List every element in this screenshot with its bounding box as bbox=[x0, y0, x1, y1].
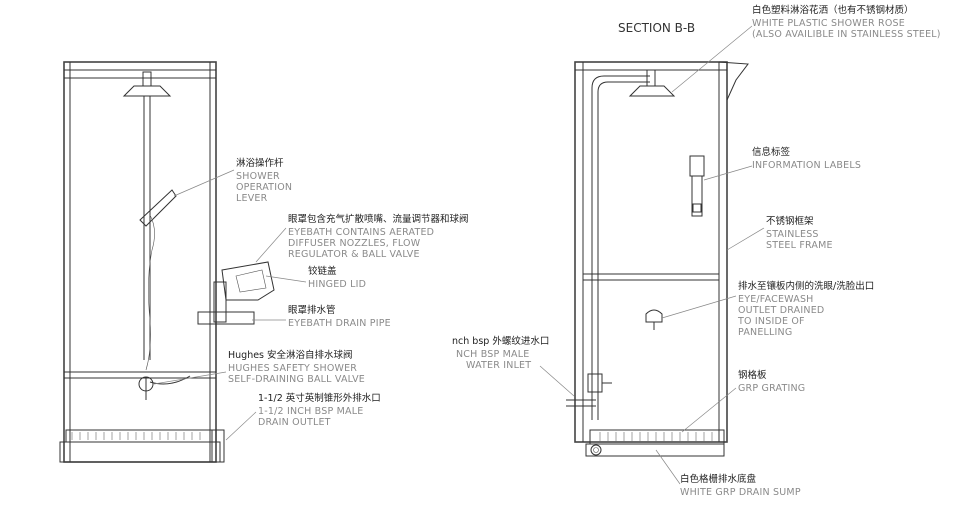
callout-stainless-frame: 不锈钢框架 STAINLESS STEEL FRAME bbox=[766, 215, 833, 251]
callout-eye-facewash-outlet: 排水至镶板内侧的洗眼/洗脸出口 EYE/FACEWASH OUTLET DRAI… bbox=[737, 280, 874, 338]
callout-eyebath: 眼罩包含充气扩散喷嘴、流量调节器和球阀 EYEBATH CONTAINS AER… bbox=[288, 213, 469, 260]
svg-text:HINGED LID: HINGED LID bbox=[308, 279, 366, 290]
callout-water-inlet: nch bsp 外螺纹进水口 NCH BSP MALE WATER INLET bbox=[452, 335, 549, 371]
callout-shower-rose: 白色塑料淋浴花洒（也有不锈钢材质） WHITE PLASTIC SHOWER R… bbox=[752, 4, 941, 40]
svg-text:1-1/2 INCH BSP MALE: 1-1/2 INCH BSP MALE bbox=[258, 406, 363, 417]
left-elevation-view bbox=[59, 61, 275, 463]
svg-text:INFORMATION LABELS: INFORMATION LABELS bbox=[752, 160, 861, 171]
callout-information-labels: 信息标签 INFORMATION LABELS bbox=[752, 146, 861, 171]
svg-text:(ALSO AVAILIBLE IN STAINLESS S: (ALSO AVAILIBLE IN STAINLESS STEEL) bbox=[752, 29, 941, 40]
callout-hinged-lid: 铰链盖 HINGED LID bbox=[308, 265, 366, 290]
svg-text:信息标签: 信息标签 bbox=[752, 146, 791, 158]
svg-text:nch bsp 外螺纹进水口: nch bsp 外螺纹进水口 bbox=[452, 335, 549, 347]
svg-text:排水至镶板内侧的洗眼/洗脸出口: 排水至镶板内侧的洗眼/洗脸出口 bbox=[738, 280, 874, 292]
right-grating-hatch bbox=[599, 432, 713, 442]
svg-text:OPERATION: OPERATION bbox=[236, 182, 292, 193]
callout-eyebath-drain-pipe: 眼罩排水管 EYEBATH DRAIN PIPE bbox=[288, 304, 391, 329]
svg-text:WHITE GRP DRAIN SUMP: WHITE GRP DRAIN SUMP bbox=[680, 487, 801, 498]
svg-text:WATER INLET: WATER INLET bbox=[466, 360, 531, 371]
svg-text:STEEL FRAME: STEEL FRAME bbox=[766, 240, 833, 251]
svg-text:不锈钢框架: 不锈钢框架 bbox=[766, 215, 814, 227]
svg-text:EYEBATH CONTAINS AERATED: EYEBATH CONTAINS AERATED bbox=[288, 227, 434, 238]
svg-text:WHITE PLASTIC SHOWER ROSE: WHITE PLASTIC SHOWER ROSE bbox=[752, 18, 905, 29]
svg-text:EYEBATH DRAIN PIPE: EYEBATH DRAIN PIPE bbox=[288, 318, 391, 329]
svg-text:LEVER: LEVER bbox=[236, 193, 268, 204]
svg-text:DRAIN OUTLET: DRAIN OUTLET bbox=[258, 417, 331, 428]
left-grating-hatch bbox=[71, 432, 201, 440]
svg-text:NCH BSP MALE: NCH BSP MALE bbox=[456, 349, 529, 360]
callout-ball-valve: Hughes 安全淋浴自排水球阀 HUGHES SAFETY SHOWER SE… bbox=[228, 349, 365, 385]
svg-text:淋浴操作杆: 淋浴操作杆 bbox=[236, 157, 284, 169]
svg-text:眼罩排水管: 眼罩排水管 bbox=[288, 304, 336, 316]
callout-shower-lever: 淋浴操作杆 SHOWER OPERATION LEVER bbox=[236, 157, 292, 204]
svg-text:眼罩包含充气扩散喷嘴、流量调节器和球阀: 眼罩包含充气扩散喷嘴、流量调节器和球阀 bbox=[288, 213, 469, 225]
svg-text:铰链盖: 铰链盖 bbox=[308, 265, 337, 277]
svg-text:白色格栅排水底盘: 白色格栅排水底盘 bbox=[680, 473, 757, 485]
svg-text:SELF-DRAINING BALL VALVE: SELF-DRAINING BALL VALVE bbox=[228, 374, 365, 385]
svg-text:Hughes 安全淋浴自排水球阀: Hughes 安全淋浴自排水球阀 bbox=[228, 349, 353, 361]
svg-text:HUGHES SAFETY SHOWER: HUGHES SAFETY SHOWER bbox=[228, 363, 357, 374]
svg-text:STAINLESS: STAINLESS bbox=[766, 229, 819, 240]
svg-text:EYE/FACEWASH: EYE/FACEWASH bbox=[738, 294, 814, 305]
svg-text:GRP GRATING: GRP GRATING bbox=[738, 383, 805, 394]
svg-text:钢格板: 钢格板 bbox=[738, 369, 767, 381]
svg-text:TO INSIDE OF: TO INSIDE OF bbox=[737, 316, 805, 327]
right-leader-lines bbox=[539, 25, 765, 485]
right-section-view bbox=[566, 61, 749, 457]
callout-grp-grating: 钢格板 GRP GRATING bbox=[738, 369, 805, 394]
svg-text:DIFFUSER NOZZLES, FLOW: DIFFUSER NOZZLES, FLOW bbox=[288, 238, 421, 249]
svg-text:白色塑料淋浴花洒（也有不锈钢材质）: 白色塑料淋浴花洒（也有不锈钢材质） bbox=[752, 4, 914, 16]
left-leader-lines bbox=[153, 169, 307, 441]
svg-text:PANELLING: PANELLING bbox=[738, 327, 792, 338]
svg-text:REGULATOR & BALL VALVE: REGULATOR & BALL VALVE bbox=[288, 249, 420, 260]
callout-drain-sump: 白色格栅排水底盘 WHITE GRP DRAIN SUMP bbox=[680, 473, 801, 498]
svg-text:SHOWER: SHOWER bbox=[236, 171, 280, 182]
svg-text:OUTLET DRAINED: OUTLET DRAINED bbox=[738, 305, 824, 316]
section-title: SECTION B-B bbox=[618, 21, 695, 35]
callout-drain-outlet: 1-1/2 英寸英制锥形外排水口 1-1/2 INCH BSP MALE DRA… bbox=[258, 392, 381, 428]
svg-text:1-1/2 英寸英制锥形外排水口: 1-1/2 英寸英制锥形外排水口 bbox=[258, 392, 381, 404]
